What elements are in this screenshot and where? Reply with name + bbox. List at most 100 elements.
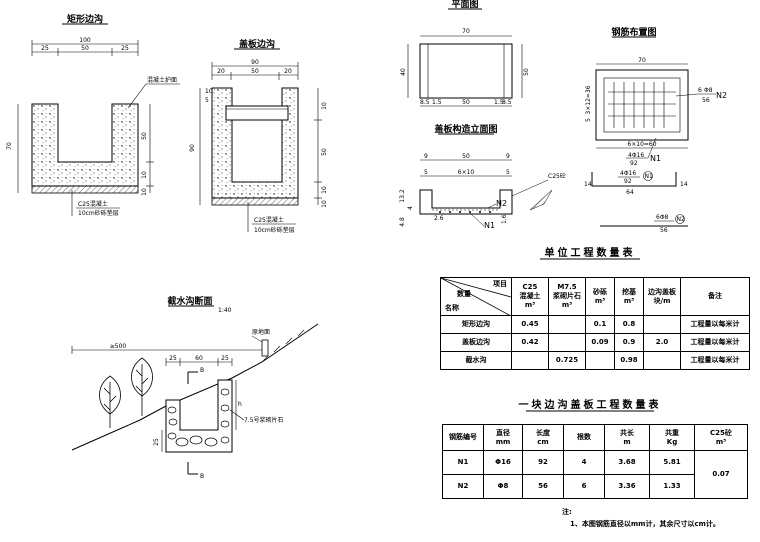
plan-dim-right2: 8.5 [502,99,512,106]
bar-n1-right: 14 [680,181,688,188]
qty-table-title: 单位工程数量表 [545,246,636,259]
elev-dim-mid: 4 [407,206,414,210]
catch-ditch-title: 截水沟断面 [167,295,212,307]
plan-view: 平面图 70 40 50 8.5 1.5 50 1.5 8.5 [400,0,530,107]
bar-n1-circle-icon [643,171,653,181]
slab-header-no: 钢筋编号 [442,424,484,451]
bar-n1-mid: 64 [626,189,634,196]
cover-dim-r1: 10 [321,102,328,110]
rect-dim-bed: 10 [141,188,148,196]
plan-dim-left: 8.5 [420,99,430,106]
rect-dim-mid: 50 [81,45,89,52]
catch-ditch-view: 截水沟断面 1:40 ≥500 25 60 25 原地面 B [71,295,319,480]
slab-c25-total: 0.07 [694,450,748,499]
rebar-layout-view: 钢筋布置图 70 6 Φ8 56 N2 5 3×12=36 6×10=60 4Φ… [585,26,727,167]
elev-label-1-6: 1.6 [501,214,508,224]
rebar-56: 56 [702,97,710,104]
bar-n2-num: N2 [677,216,685,223]
cover-dim-bed: 10 [321,200,328,208]
elev-dim-top: 13.2 [399,189,406,203]
cover-callout-b2: 10cm砂砾垫层 [254,226,295,234]
catch-ditch-scale: 1:40 [218,307,232,314]
rebar-title: 钢筋布置图 [611,26,656,38]
rebar-n1: N1 [650,154,661,163]
plan-dim-50: 50 [523,68,530,76]
catch-dim-setback: ≥500 [110,343,127,350]
plan-title: 平面图 [451,0,478,10]
rebar-dim-side: 6 [698,87,702,94]
slab-header-count: 根数 [563,424,605,451]
rebar-grid [608,82,676,128]
rect-callout-b2: 10cm砂砾垫层 [78,209,119,217]
plan-dim-right: 1.5 [494,99,504,106]
cover-dim-left: 90 [189,144,196,152]
elev-dim-50: 50 [462,153,470,160]
catch-label-masonry: 7.5号浆砌片石 [244,416,284,424]
qty-header-cover: 边沟盖板块/m [643,277,681,316]
rebar-n2: N2 [716,91,727,100]
cover-dim-b: 50 [251,68,259,75]
cover-ditch-view: 盖板边沟 90 20 50 20 10 5 90 10 50 10 10 [189,38,328,234]
rect-callout-top: 混凝土护面 [147,76,177,84]
rect-dim-right: 25 [121,45,129,52]
bar-n2-sym: 6Φ8 [656,214,669,221]
masonry-stones [167,388,230,447]
rect-dim-base: 10 [141,171,148,179]
elev-label-2-5: 2.6 [434,215,444,222]
elev-dim-9a: 9 [424,153,428,160]
rebar-dim-5: 5 [585,118,592,122]
notes-head: 注: [562,508,572,516]
elev-title: 盖板构造立面图 [434,123,497,135]
rect-dim-height: 70 [6,142,13,150]
slab-table-title: 一块边沟盖板工程数量表 [519,398,662,411]
cover-dim-c: 20 [284,68,292,75]
catch-section-b-top: B [200,367,204,374]
qty-corner-top: 项目 [493,280,507,288]
elev-dim-5a: 5 [424,169,428,176]
catch-label-ground: 原地面 [252,328,270,336]
elev-dim-left: 4.8 [399,217,406,227]
bar-n1-left: 14 [584,181,592,188]
elev-label-c25: C25砼 [548,172,566,180]
bar-n1-len: 92 [624,178,632,185]
rebar-4phi16: 4Φ16 [628,152,644,159]
rect-ditch-view: 矩形边沟 100 25 50 25 70 50 10 10 混凝土护面 C25混… [6,13,180,217]
elev-dim-60: 6×10 [458,169,475,176]
rebar-dim-70: 70 [638,57,646,64]
bar-n1-num: N1 [645,173,653,180]
catch-dim-25a: 25 [169,355,177,362]
notes-line1: 1、本图钢筋直径以mm计，其余尺寸以cm计。 [570,520,720,528]
rebar-dots [439,211,491,213]
rebar-92: 92 [630,160,638,167]
elev-label-n2: N2 [496,199,507,208]
cover-dim-top5: 5 [205,97,209,104]
catch-dim-60: 60 [195,355,203,362]
bar-details: 14 4Φ16 92 N1 64 14 6Φ8 56 N2 [584,170,688,234]
cover-dim-r2: 50 [321,148,328,156]
rebar-dim-bottom: 6×10=60 [627,141,656,148]
plan-dim-mid: 50 [462,99,470,106]
plan-dim-70: 70 [462,28,470,35]
cover-dim-a: 20 [217,68,225,75]
catch-section-b-bottom: B [200,473,204,480]
cover-ditch-title: 盖板边沟 [239,38,275,50]
qty-corner-bottom: 名称 [445,304,459,312]
bar-n1-sym: 4Φ16 [620,170,636,177]
qty-corner-mid: 数量 [457,290,471,298]
slab-elevation-view: 盖板构造立面图 9 50 9 5 6×10 5 13.2 4 4.8 2.6 1… [399,123,566,230]
